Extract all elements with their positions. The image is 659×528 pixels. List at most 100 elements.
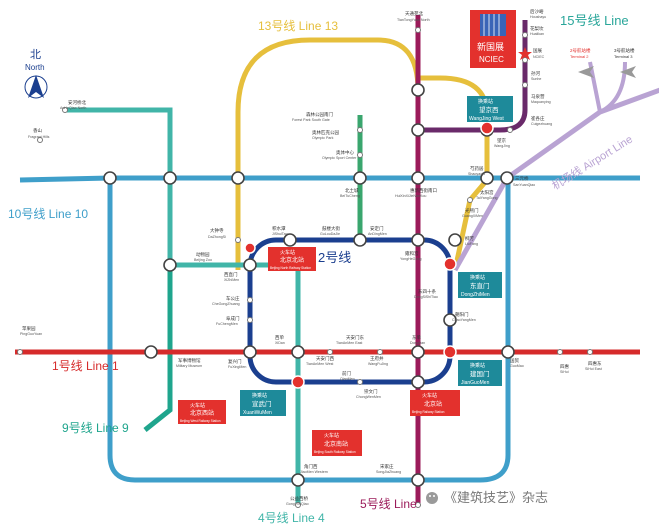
st-label: 芍药居 <box>470 165 484 172</box>
line-4-path <box>65 107 301 505</box>
station-haidian <box>163 171 177 185</box>
st-label: 天安门西 <box>316 355 334 362</box>
st-label: 复兴门 <box>228 358 242 365</box>
st-label: Military Museum <box>176 364 202 368</box>
st-label: GuLouDaJie <box>320 232 340 236</box>
st-label: 车公庄 <box>226 295 240 302</box>
st-label: 安河桥北 <box>68 99 86 106</box>
st-label: 西单 <box>275 334 284 341</box>
station-songjiazhuang <box>411 473 425 487</box>
st-label: 前门 <box>342 370 351 377</box>
terminal-2-en: Terminal 2 <box>570 54 589 59</box>
station-xidan <box>291 345 305 359</box>
nciec-cn: 新国展 <box>477 41 504 52</box>
terminal-3-en: Terminal 3 <box>614 54 633 59</box>
star-icon <box>518 47 532 60</box>
compass: 北 North <box>24 48 48 99</box>
line-9-path <box>143 265 173 432</box>
rail-west-en: Beijing West Railway Station <box>180 419 221 423</box>
st-label: Sunhe <box>531 77 541 81</box>
st-label: 森林公园南门 <box>306 111 333 118</box>
st-label: 苹果园 <box>22 325 36 332</box>
st-label: 国贸 <box>510 357 519 364</box>
station-yonghegong <box>411 233 425 247</box>
st-label: 奥林匹克公园 <box>312 129 339 136</box>
st-label: AnHeQiao North <box>60 106 86 110</box>
st-label: Maquanying <box>531 100 551 104</box>
st-label: ChaoYangMen <box>452 318 476 322</box>
st-label: 鼓楼大街 <box>322 225 340 232</box>
transfer-dots <box>244 121 494 389</box>
tb2-top: 换乘站 <box>470 274 485 281</box>
terminal-3-cn: 3号航站楼 <box>614 47 635 54</box>
watermark-text: 《建筑技艺》杂志 <box>444 490 548 505</box>
st-label: 太阳宫 <box>480 189 494 196</box>
st-label: 四惠东 <box>588 360 602 367</box>
tb3-en: JianGuoMen <box>461 380 490 386</box>
rail-south-en: Beijing South Railway Station <box>314 450 356 454</box>
station-sanyuanqiao <box>500 171 514 185</box>
airport-branch-t2 <box>588 61 602 113</box>
station-bagou <box>103 171 117 185</box>
tb1-en: WangJing West <box>469 116 504 122</box>
st-label: FuXingMen <box>228 365 246 369</box>
st-label: SongJiaZhuang <box>376 470 401 474</box>
line-5-label: 5号线 Line <box>360 497 417 511</box>
st-label: 奥体中心 <box>336 149 354 156</box>
rail-main-cn: 北京站 <box>424 400 442 408</box>
st-label: 动物园 <box>196 251 210 258</box>
st-label: JiaoMen Western <box>300 470 328 474</box>
st-label: 天通苑北 <box>405 10 423 17</box>
st-label: Hualikan <box>530 32 544 36</box>
station-chongwenmen <box>411 375 425 389</box>
st-label: XiZhiMen <box>224 278 239 282</box>
station-xizhimen <box>243 258 257 272</box>
north-arrow-icon <box>28 75 44 98</box>
tb4-en: XuanWuMen <box>243 410 272 416</box>
dot-beijing-north <box>244 242 256 254</box>
st-label: JiShuiTan <box>272 232 288 236</box>
line-9-label: 9号线 Line 9 <box>62 421 129 435</box>
st-label: 角门西 <box>304 463 318 470</box>
rail-north-en: Beijing North Railway Station <box>270 266 311 270</box>
st-label: 光熙门 <box>465 207 479 214</box>
station-fuxingmen <box>243 345 257 359</box>
line-4-label: 4号线 Line 4 <box>258 511 325 525</box>
rail-north-cn: 北京北站 <box>280 256 304 264</box>
wechat-icon <box>426 492 438 504</box>
st-label: Cuigezhuang <box>531 122 552 126</box>
station-dongdan <box>411 345 425 359</box>
airport-line-path <box>452 87 659 272</box>
st-label: Houshayu <box>530 15 546 19</box>
st-label: HuiXinXiJieNanKou <box>395 194 426 198</box>
st-label: 柳芳 <box>465 235 474 242</box>
st-label: YongHeGong <box>400 257 421 261</box>
minor-stations <box>17 27 593 508</box>
rail-box-west: 火车站 北京西站 Beijing West Railway Station <box>178 400 226 424</box>
transfer-box-dongzhimen: 换乘站 东直门 DongZhiMen <box>458 272 502 298</box>
line-2-loop <box>247 237 453 385</box>
st-label: Beijing Zoo <box>194 258 212 262</box>
st-label: 东单 <box>412 334 421 341</box>
dot-dongzhimen <box>443 257 457 271</box>
st-label: 马泉营 <box>531 93 545 100</box>
rail-main-en: Beijing Railway Station <box>412 410 445 414</box>
rail-main-top: 火车站 <box>422 392 437 399</box>
line-15-path <box>418 20 528 133</box>
compass-en: North <box>25 63 45 72</box>
st-label: 三元桥 <box>515 175 529 182</box>
st-label: WangFuJing <box>368 362 388 366</box>
st-label: AnDingMen <box>368 232 387 236</box>
station-military <box>144 345 158 359</box>
st-label: 国展 <box>533 48 542 54</box>
line-15-label: 15号线 Line <box>560 13 629 28</box>
station-zhichunlu <box>231 171 245 185</box>
st-label: NCIEC <box>533 55 545 59</box>
st-label: 大钟寺 <box>210 227 224 234</box>
st-label: 军事博物馆 <box>178 357 201 364</box>
station-labels: 天通苑北 TianTongYuan North 后沙峪 Houshayu 花梨坎… <box>20 8 602 506</box>
st-label: 惠新西街南口 <box>410 187 437 194</box>
st-label: 花梨坎 <box>530 25 544 32</box>
st-label: SanYuanQiao <box>513 183 535 187</box>
